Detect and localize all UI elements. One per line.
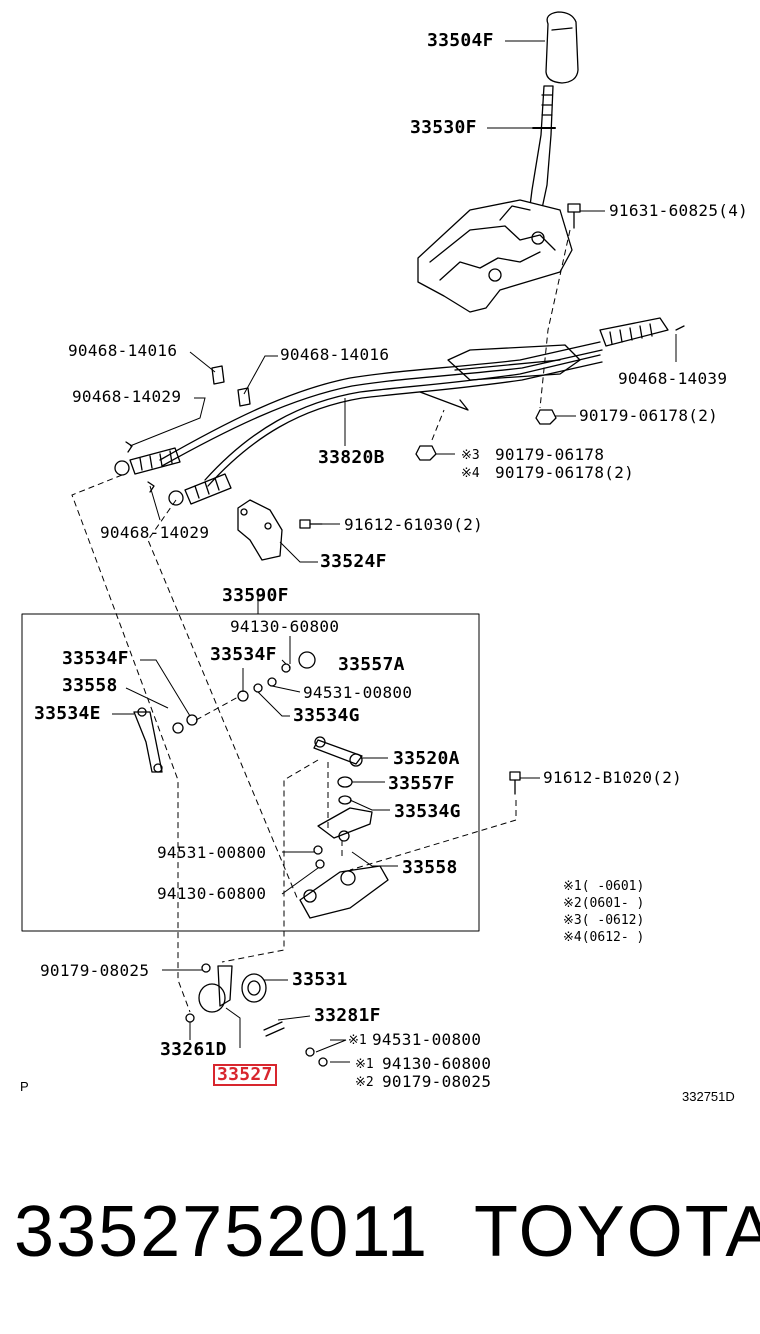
label-33534F-b: 33534F [210, 644, 277, 665]
cap-33557F [337, 776, 353, 788]
bushing-33531 [241, 973, 267, 1003]
label-90179-08025-b: 90179-08025 [382, 1072, 492, 1091]
shift-lever [527, 85, 556, 223]
lever-33534E [133, 707, 163, 773]
washer-33534G-a [253, 683, 263, 693]
bolt-91631 [567, 203, 581, 229]
mark-2: ※2 [355, 1075, 374, 1090]
label-33557A: 33557A [338, 654, 405, 675]
label-90468-14029-a: 90468-14029 [72, 387, 182, 406]
nut-90179-06178-b [415, 445, 437, 461]
label-33281F: 33281F [314, 1005, 381, 1026]
bushing-33534F-a [186, 714, 198, 726]
label-33520A: 33520A [393, 748, 460, 769]
clip-90468-14016-a [211, 365, 225, 385]
note-4: ※4(0612- ) [563, 930, 645, 945]
cap-33557A [298, 651, 316, 669]
label-33534G-b: 33534G [394, 801, 461, 822]
clip-90468-14039 [675, 325, 685, 331]
lever-33527 [198, 965, 233, 1013]
page-letter: P [20, 1079, 29, 1094]
bracket-33558 [299, 865, 389, 919]
label-94130-60800-b: 94130-60800 [157, 884, 267, 903]
label-94130-60800-c: 94130-60800 [382, 1054, 492, 1073]
mark-1-a: ※1 [348, 1033, 367, 1048]
nut-90179-08025-a [201, 963, 211, 973]
washer-33558-a [172, 722, 184, 734]
label-91631-60825: 91631-60825(4) [609, 201, 749, 220]
bushing-33534F-b [237, 690, 249, 702]
label-94130-60800-a: 94130-60800 [230, 617, 340, 636]
label-90179-06178: 90179-06178 [495, 445, 605, 464]
assembly-box-33590F [21, 613, 480, 932]
shift-lever-housing [417, 199, 573, 313]
bracket-33524F [237, 499, 283, 561]
mark-4: ※4 [461, 466, 480, 481]
label-33558-b: 33558 [402, 857, 458, 878]
shift-cables [114, 317, 669, 506]
label-90179-08025-a: 90179-08025 [40, 961, 150, 980]
note-1: ※1( -0601) [563, 879, 645, 894]
label-90468-14016-a: 90468-14016 [68, 341, 178, 360]
washer-33534G-b [338, 795, 352, 805]
label-90179-06178-2-a: 90179-06178(2) [579, 406, 719, 425]
clip-90468-14016-b [237, 387, 251, 407]
nut-94130-c [318, 1057, 328, 1067]
footer-brand: TOYOTA [474, 1192, 760, 1272]
label-91612-B1020: 91612-B1020(2) [543, 768, 683, 787]
leader-lines [112, 40, 677, 1063]
note-2: ※2(0601- ) [563, 896, 645, 911]
washer-94531-c [305, 1047, 315, 1057]
label-33558-a: 33558 [62, 675, 118, 696]
label-90468-14016-b: 90468-14016 [280, 345, 390, 364]
label-33531: 33531 [292, 969, 348, 990]
label-94531-00800-c: 94531-00800 [372, 1030, 482, 1049]
label-33820B: 33820B [318, 447, 385, 468]
nut-90179-06178-a [535, 409, 557, 425]
dashed-connections [71, 229, 571, 1013]
shift-knob [545, 11, 579, 84]
label-33530F: 33530F [410, 117, 477, 138]
label-33557F: 33557F [388, 773, 455, 794]
note-3: ※3( -0612) [563, 913, 645, 928]
nut-94130-a [281, 663, 291, 673]
label-33534E: 33534E [34, 703, 101, 724]
washer-94531-a [267, 677, 277, 687]
lever-33520A [313, 736, 363, 767]
label-33524F: 33524F [320, 551, 387, 572]
collar-33261D [185, 1013, 195, 1023]
washer-94531-b [313, 845, 323, 855]
label-90468-14029-b: 90468-14029 [100, 523, 210, 542]
label-33527-highlighted: 33527 [213, 1064, 277, 1086]
washer-33558-b [338, 830, 350, 842]
label-94531-00800-b: 94531-00800 [157, 843, 267, 862]
nut-94130-b [315, 859, 325, 869]
bolt-91612-B1020 [509, 771, 521, 795]
label-90179-06178-2-b: 90179-06178(2) [495, 463, 635, 482]
label-91612-61030: 91612-61030(2) [344, 515, 484, 534]
mark-3: ※3 [461, 448, 480, 463]
label-33504F: 33504F [427, 30, 494, 51]
mark-1-b: ※1 [355, 1057, 374, 1072]
label-33590F: 33590F [222, 585, 289, 606]
diagram-code: 332751D [682, 1089, 735, 1104]
pin-33281F [263, 1021, 285, 1037]
label-90468-14039: 90468-14039 [618, 369, 728, 388]
label-33534F-a: 33534F [62, 648, 129, 669]
label-94531-00800-a: 94531-00800 [303, 683, 413, 702]
footer-part-number: 3352752011 [14, 1192, 430, 1272]
clip-90468-14029-a [125, 441, 133, 453]
label-33534G-a: 33534G [293, 705, 360, 726]
plate-33534G [317, 807, 373, 839]
label-33261D: 33261D [160, 1039, 227, 1060]
